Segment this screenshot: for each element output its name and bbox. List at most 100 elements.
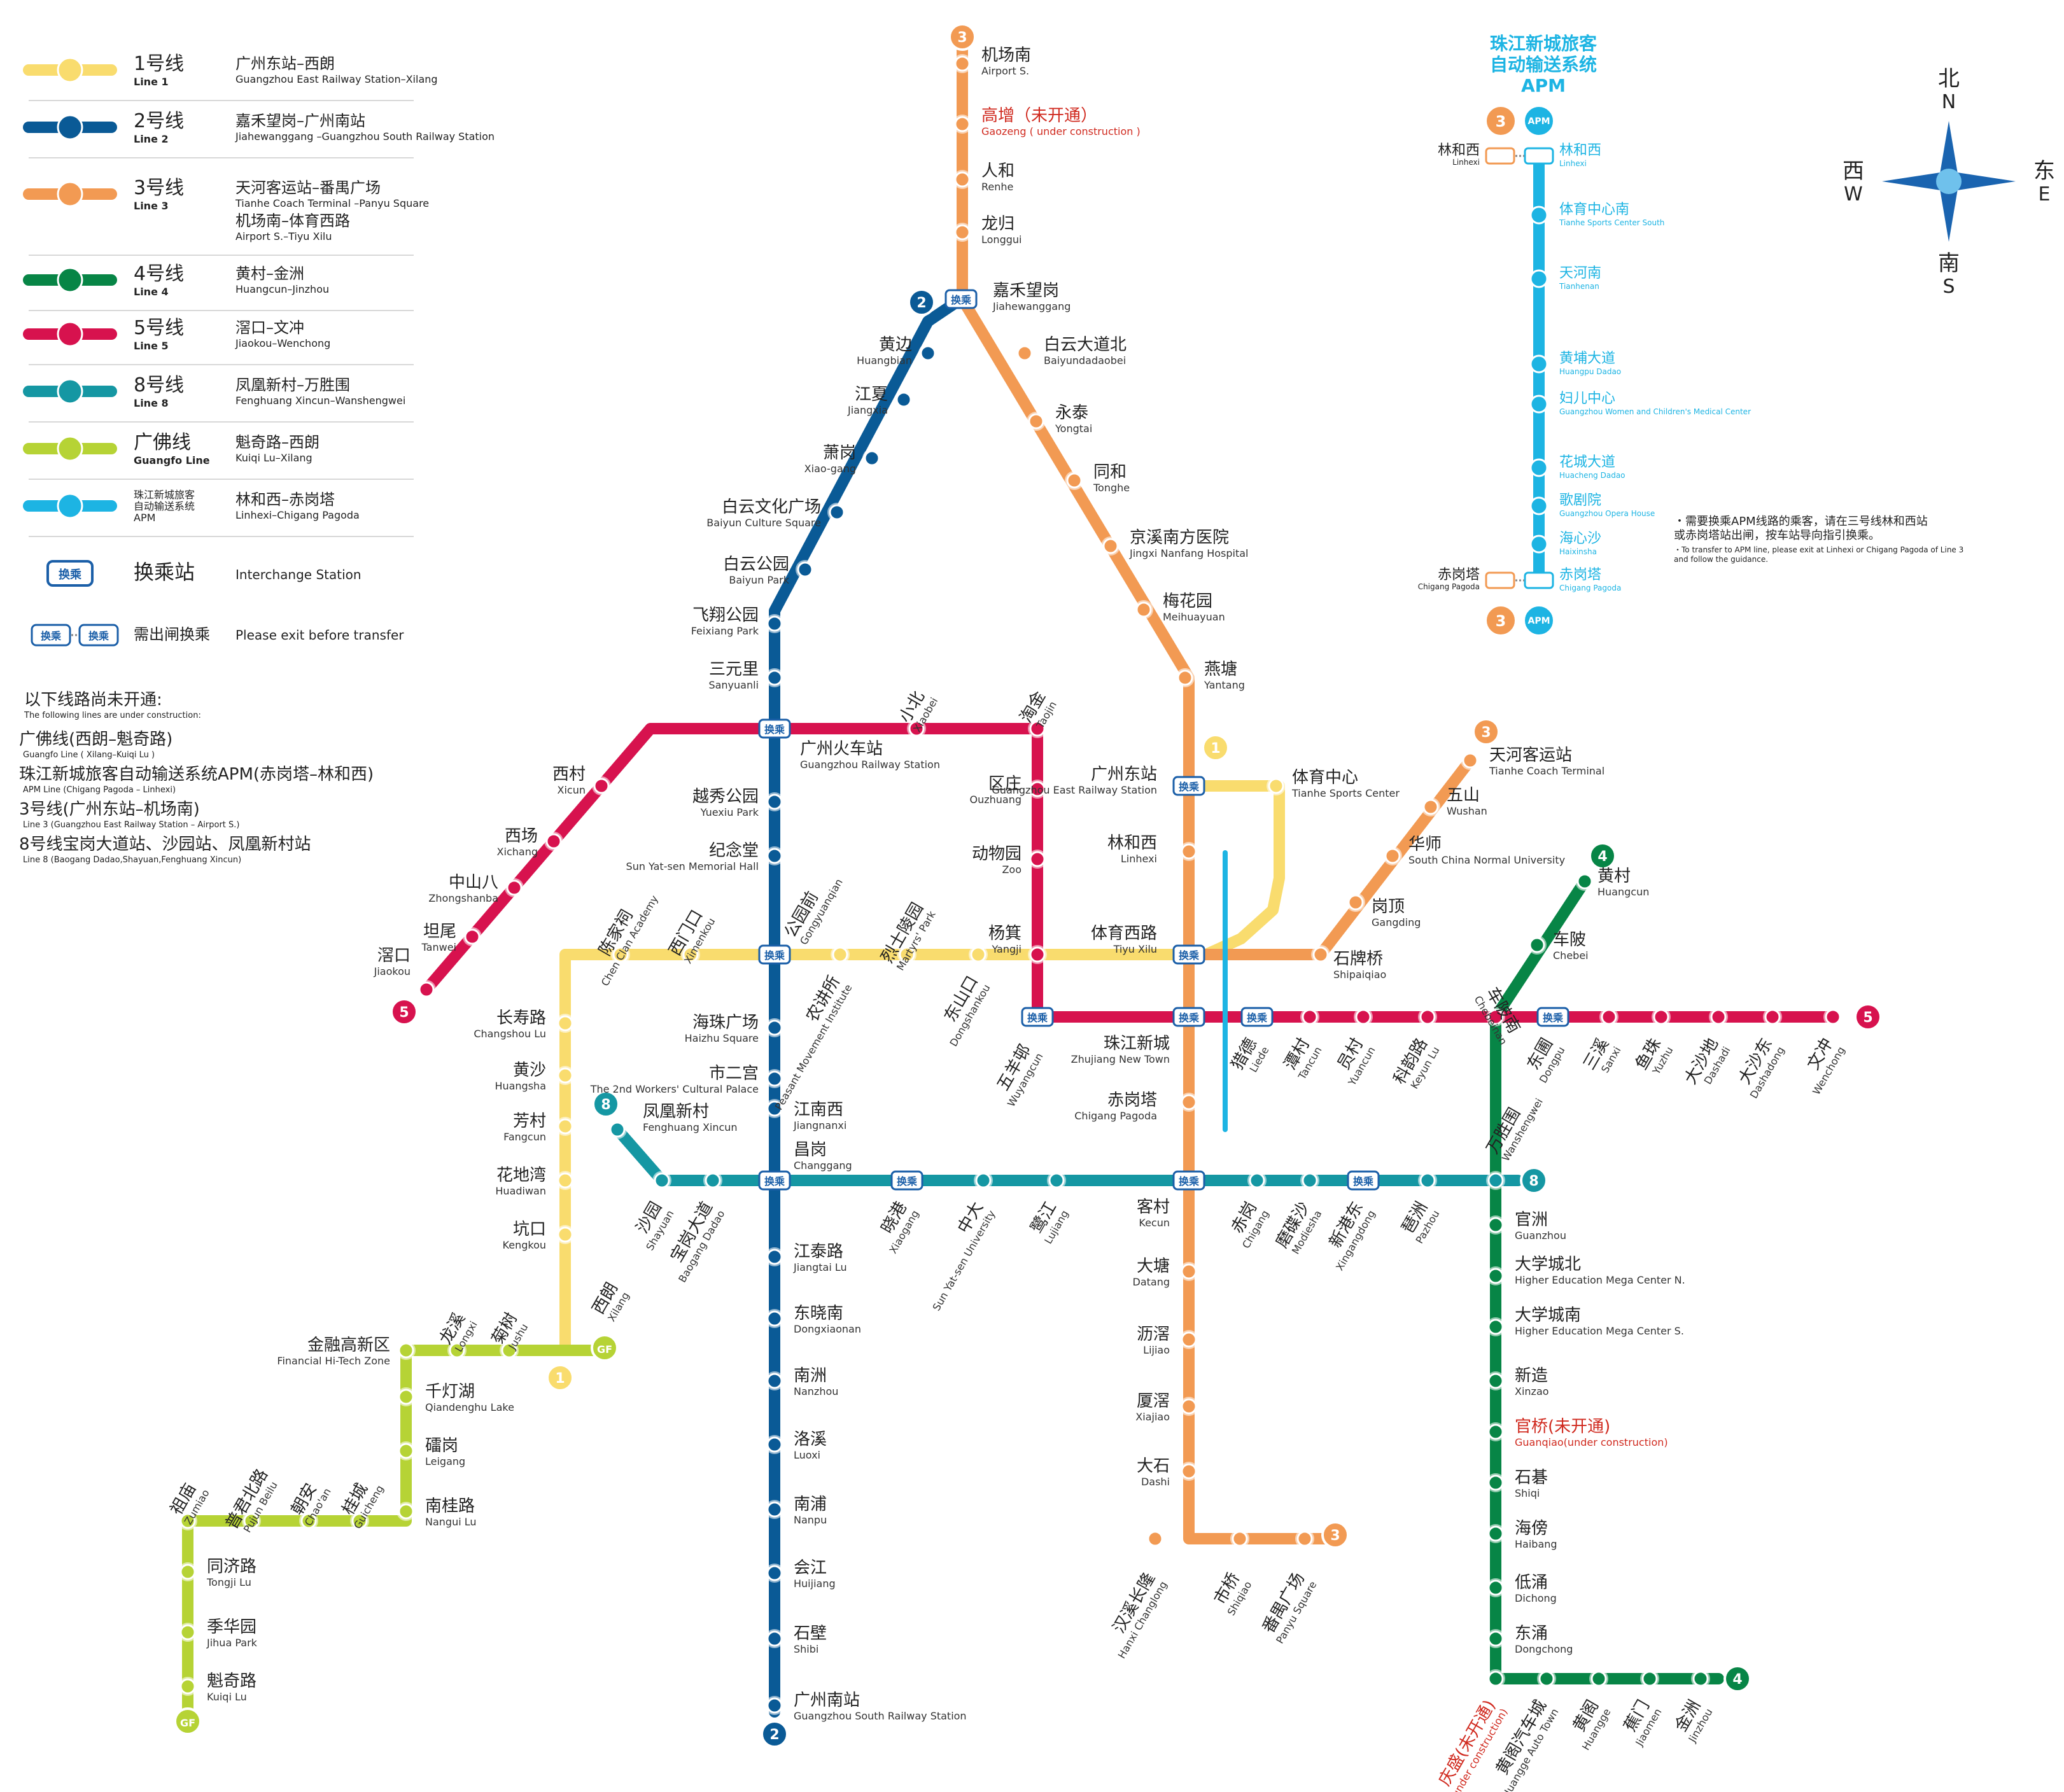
apm-station-dot[interactable] [1529, 535, 1548, 554]
station-dot-core [1232, 1530, 1248, 1547]
station-dot-core [1487, 1009, 1504, 1025]
uc-title-en: The following lines are under constructi… [24, 711, 201, 720]
interchange-badge: 换乘 [1179, 1175, 1199, 1187]
station-name-en: Ouzhuang [969, 794, 1021, 806]
apm-station-dot[interactable] [1529, 206, 1548, 225]
apm-station-en: Chigang Pagoda [1559, 584, 1621, 592]
station-name-en: Xiajiao [1135, 1411, 1170, 1423]
station-name-en: Tiyu Xilu [1113, 943, 1157, 955]
uc-item-cn: 珠江新城旅客自动输送系统APM(赤岗塔–林和西) [19, 765, 374, 784]
station-name-en: Sun Yat-sen Memorial Hall [626, 860, 759, 872]
interchange-badge: 换乘 [1179, 781, 1199, 793]
station-name-cn: 黄沙 [513, 1061, 546, 1080]
station-name-cn: 南洲 [794, 1366, 827, 1385]
station-name-cn: 季华园 [207, 1618, 256, 1637]
station-name-en: Huangbian [857, 354, 912, 367]
station-name-en: Guanzhou [1515, 1229, 1566, 1242]
station-dot-core [557, 1226, 573, 1243]
apm-station-en: Guangzhou Opera House [1559, 509, 1655, 518]
apm-station-dot[interactable] [1529, 354, 1548, 374]
legend-route-cn: 凤凰新村–万胜围 [235, 376, 350, 394]
apm-badge: APM [1527, 616, 1550, 626]
station-name-cn: 越秀公园 [692, 787, 759, 806]
station-name-en: Dashi [1141, 1476, 1170, 1488]
station-name-en: Leigang [425, 1455, 465, 1467]
apm-title: APM [1521, 75, 1566, 96]
station-dot-core [501, 1342, 517, 1359]
apm-title: 自动输送系统 [1490, 54, 1597, 75]
interchange-marker: 换乘 [1172, 1007, 1205, 1027]
station-dot-core [766, 1310, 783, 1327]
station-name-cn: 岗顶 [1372, 897, 1405, 916]
terminus-number: 8 [1529, 1173, 1538, 1189]
legend-route-cn: 滘口–文冲 [235, 319, 304, 337]
station-name-en: The 2nd Workers' Cultural Palace [590, 1083, 759, 1095]
station-name-cn: 机场南 [981, 46, 1031, 65]
apm-station-dot[interactable] [1529, 496, 1548, 515]
station-name-en: Luoxi [794, 1449, 820, 1461]
terminus-number: GF [180, 1717, 195, 1729]
apm-station-en: Tianhenan [1559, 282, 1599, 291]
station-name-cn: 白云文化广场 [722, 498, 821, 517]
terminus-number: 5 [399, 1005, 409, 1021]
interchange-badge: 换乘 [951, 294, 971, 306]
station-dot-core [954, 171, 971, 188]
interchange-badge: 换乘 [1027, 1012, 1048, 1024]
interchange-marker: 换乘 [890, 1170, 923, 1191]
apm-station-dot[interactable] [1529, 395, 1548, 414]
station-name-cn: 凤凰新村 [643, 1102, 709, 1121]
station-name-cn: 五山 [1447, 786, 1480, 805]
terminus-number: 3 [1481, 725, 1491, 741]
station-name-en: Haizhu Square [685, 1032, 759, 1044]
station-name-en: Nanpu [794, 1514, 827, 1526]
legend-line-en: Line 1 [134, 76, 169, 88]
interchange-badge: 换乘 [1247, 1012, 1267, 1024]
compass-s: S [1942, 276, 1955, 298]
terminus-number: 1 [555, 1371, 565, 1387]
station-name-en: Kengkou [503, 1239, 546, 1251]
apm-station-dot[interactable] [1529, 458, 1548, 477]
apm-transfer-cn: 赤岗塔 [1438, 567, 1480, 583]
station-dot-core [1048, 1172, 1065, 1189]
station-name-cn: 燕塘 [1204, 660, 1237, 679]
station-dot-core [1347, 894, 1364, 911]
station-name-en: Chebei [1553, 949, 1589, 962]
apm-station-dot[interactable] [1529, 269, 1548, 288]
station-dot-core [654, 1172, 670, 1189]
station-name-cn: 千灯湖 [425, 1382, 475, 1401]
station-name-cn: 芳村 [513, 1112, 546, 1131]
station-dot-core [179, 1678, 196, 1695]
apm-station-cn: 黄埔大道 [1559, 351, 1615, 367]
legend-line-name: 广佛线 [134, 431, 191, 454]
legend-route-cn: 广州东站–西朗 [235, 55, 335, 73]
legend-line-name: 1号线 [134, 53, 184, 75]
station-name-en: Datang [1133, 1276, 1170, 1288]
station-name-en: Xiao-gang [804, 463, 856, 475]
station-dot-core [1487, 1172, 1504, 1189]
station-name-en: Jiaokou [374, 965, 411, 977]
apm-note-en: ・To transfer to APM line, please exit at… [1674, 545, 1963, 554]
station-dot-core [970, 946, 986, 963]
